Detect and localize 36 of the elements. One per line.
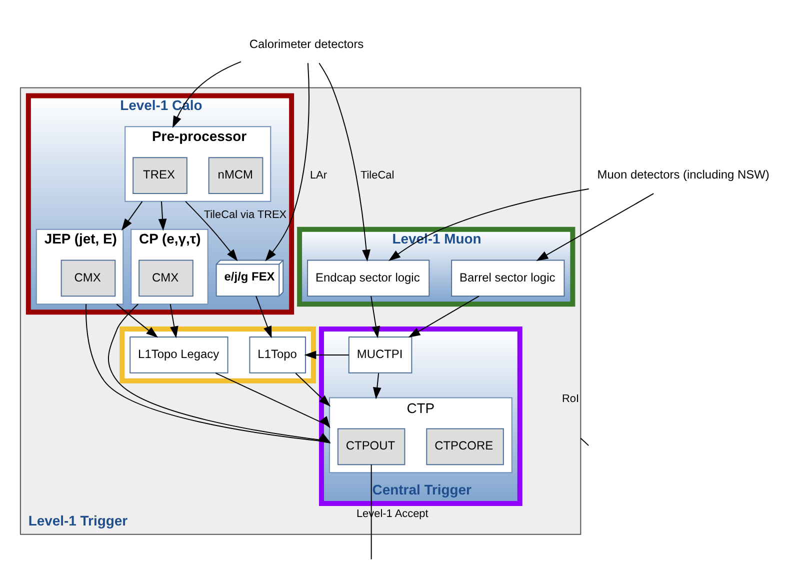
arrow	[256, 295, 272, 338]
arrow	[172, 60, 242, 128]
arrow	[536, 192, 654, 260]
node-text: Calorimeter detectors	[249, 36, 364, 51]
arrow	[370, 295, 380, 338]
connector	[580, 437, 590, 446]
node-box: CMX	[138, 259, 194, 296]
node-box: CTPOUT	[337, 428, 406, 465]
node-box: nMCM	[208, 156, 264, 194]
arrow	[170, 303, 178, 338]
arrow	[265, 62, 310, 261]
node-box: CMX	[60, 259, 116, 296]
edge-label: TileCal	[360, 168, 394, 181]
node-box: MUCTPI	[348, 336, 412, 373]
arrow	[388, 188, 590, 260]
arrow	[318, 62, 370, 262]
node-box: TREX	[132, 156, 188, 194]
connector	[370, 464, 372, 560]
node-text: Muon detectors (including NSW)	[597, 167, 770, 182]
arrow	[304, 350, 350, 359]
arrow	[408, 295, 480, 338]
arrow	[116, 303, 158, 338]
node-box: L1Topo	[249, 336, 306, 373]
edge-label: TileCal via TREX	[204, 208, 287, 221]
node-box: L1Topo Legacy	[130, 336, 228, 373]
arrow	[372, 372, 382, 399]
node-box: Endcap sector logic	[307, 259, 430, 296]
arrow	[295, 372, 331, 406]
node-box: CTPCORE	[426, 428, 504, 465]
edge-label: LAr	[310, 168, 328, 181]
node-box: Barrel sector logic	[451, 259, 565, 296]
arrow	[215, 372, 330, 428]
arrow	[185, 200, 238, 261]
arrow	[121, 200, 143, 230]
edge-label: RoI	[562, 392, 580, 404]
arrow	[158, 200, 167, 230]
